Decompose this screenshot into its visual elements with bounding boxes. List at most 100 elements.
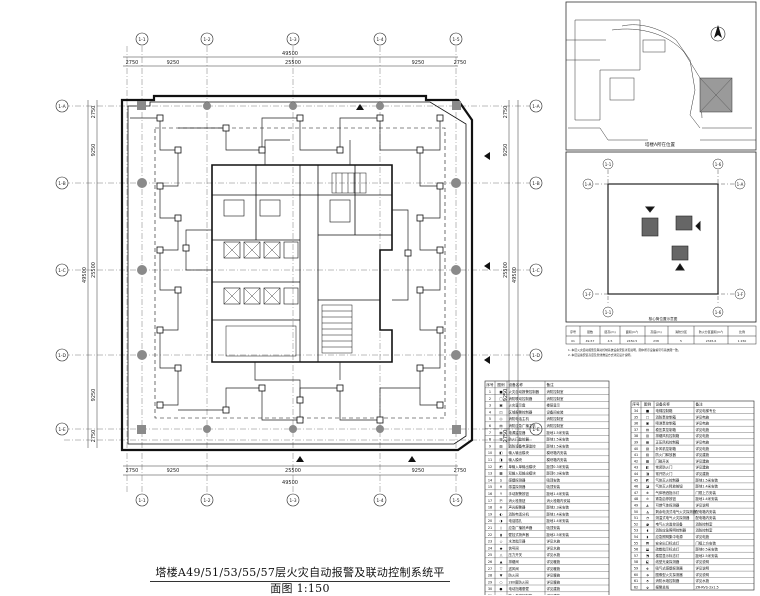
legend-cell: 距顶0.3米安装 — [547, 471, 570, 476]
legend-cell: 距地1.4米安装 — [696, 496, 719, 501]
legend-cell: 楼层显示标志灯 — [656, 553, 680, 558]
drawing-title-text: 塔楼A49/51/53/55/57层火灾自动报警及联动控制系统平面图 1:150 — [155, 566, 445, 595]
legend-cell: 距地1.5米安装 — [547, 443, 570, 448]
legend-symbol-icon: □ — [646, 415, 649, 419]
table-cell: 2450.5 — [627, 339, 638, 343]
legend-cell: 消防联动控制器 — [509, 396, 533, 401]
dimension-texts: 49500 2750 9250 25500 9250 2750 49500 27… — [82, 51, 518, 486]
legend-cell: 22 — [488, 533, 492, 537]
legend-table-right: 序号图例设备名称备注34■电梯控制箱详见电梯专业35□消防泵控制箱详见电施36▣… — [630, 400, 755, 591]
legend-cell: 18 — [488, 506, 492, 510]
legend-cell: 12 — [488, 465, 492, 469]
legend-cell: 常开防火门 — [656, 471, 674, 476]
legend-symbol-icon: ● — [500, 587, 503, 591]
core-plan-bubbles: 1-1 1-6 1-A 1-F 1-A 1-F 1-1 1-6 — [582, 158, 746, 318]
legend-cell: 59 — [634, 567, 638, 571]
legend-cell: 吸气式感烟探测器 — [656, 566, 684, 571]
legend-cell: 输入模块 — [509, 457, 523, 462]
dim-top-seg: 9250 — [167, 60, 180, 66]
legend-cell: 详见电施 — [696, 440, 710, 445]
legend-cell: 距地2.5米安装 — [547, 532, 570, 537]
legend-symbol-icon: ⬔ — [646, 554, 649, 558]
grid-bubble-label: 1-A — [585, 182, 592, 187]
legend-symbol-icon: ▧ — [646, 447, 649, 451]
legend-cell: 详见电梯专业 — [696, 408, 717, 413]
legend-symbol-icon: ▨ — [646, 453, 649, 457]
legend-cell: 输入输出模块 — [509, 450, 530, 455]
dim-top-seg: 2750 — [454, 60, 467, 66]
grid-bubble-label: 1-B — [532, 181, 539, 187]
legend-cell: 15 — [488, 485, 492, 489]
legend-cell: 58 — [634, 560, 638, 564]
legend-cell: 13 — [488, 472, 492, 476]
legend-cell: 距地1.4米安装 — [696, 484, 719, 489]
core-location-plan — [565, 151, 757, 323]
legend-cell: 距地1.5米安装 — [547, 437, 570, 442]
table-header-cell: 高度(m) — [650, 329, 661, 334]
legend-symbol-icon: ◩ — [499, 465, 502, 469]
legend-cell: 气体喷洒指示灯 — [656, 490, 680, 495]
dim-right-seg: 25500 — [503, 262, 509, 278]
legend-cell: 49 — [634, 504, 638, 508]
dim-right-seg: 2750 — [503, 430, 509, 443]
legend-cell: 消防控制室 — [547, 423, 565, 428]
dim-bottom-total: 49500 — [282, 480, 298, 486]
legend-cell: 应急照明集中电源 — [656, 534, 684, 539]
legend-cell: 消防电话分机 — [509, 511, 530, 516]
legend-symbol-icon: ◪ — [646, 485, 649, 489]
legend-cell: 报警总线 — [656, 584, 670, 589]
legend-cell: 详见电施 — [696, 427, 710, 432]
table-header-cell: 层高(m) — [604, 329, 615, 334]
legend-cell: 壁挂式扬声器 — [509, 532, 530, 537]
legend-symbol-icon: ▽ — [500, 567, 503, 571]
legend-cell: 详见暖施 — [547, 566, 561, 571]
legend-cell: 36 — [634, 422, 638, 426]
legend-cell: 疏散指示标志灯 — [656, 547, 680, 552]
title-underline — [150, 581, 450, 582]
legend-cell: 排烟阀 — [509, 559, 520, 564]
legend-cell: 详见说明 — [696, 503, 710, 508]
legend-cell: 火灾显示盘 — [509, 403, 527, 408]
legend-cell: 详见建施 — [696, 452, 710, 457]
legend-cell: 62 — [634, 585, 638, 589]
legend-symbol-icon: ▩ — [646, 459, 649, 463]
legend-symbol-icon: ▥ — [646, 434, 649, 438]
legend-cell: 23 — [488, 540, 492, 544]
legend-cell: 距地1.4米安装 — [547, 491, 570, 496]
table-header-cell: 比例 — [739, 329, 745, 334]
dim-bottom-seg: 2750 — [126, 468, 139, 474]
dim-top-seg: 2750 — [126, 60, 139, 66]
dimension-lines — [87, 56, 519, 476]
legend-cell: 48 — [634, 497, 638, 501]
legend-cell: 消火栓按钮 — [509, 498, 527, 503]
legend-header-cell: 备注 — [547, 382, 555, 387]
legend-cell: 57 — [634, 554, 638, 558]
legend-cell: 水流指示器 — [509, 539, 527, 544]
legend-symbol-icon: ◩ — [646, 478, 649, 482]
legend-symbol-icon: ▮ — [500, 533, 502, 537]
legend-cell: 37 — [634, 428, 638, 432]
legend-cell: 消防设备电源监控 — [509, 443, 537, 448]
legend-cell: 应急广播扬声器 — [509, 525, 533, 530]
legend-cell: 图像型火灾探测器 — [656, 572, 684, 577]
legend-cell: 详见电施 — [696, 421, 710, 426]
legend-cell: 61 — [634, 579, 638, 583]
legend-cell: 详见电施 — [696, 534, 710, 539]
grid-bubble-label: 1-1 — [605, 162, 612, 167]
dim-right-seg: 9250 — [503, 389, 509, 402]
legend-cell: 5 — [489, 417, 491, 421]
note-line: 2. 本层设备安装高度及管线敷设方式详见设计说明。 — [568, 353, 633, 357]
legend-symbol-icon: □ — [499, 397, 502, 401]
grid-bubble-label: 1-A — [532, 104, 540, 110]
legend-cell: 45 — [634, 478, 638, 482]
table-cell: 4.5 — [608, 339, 613, 343]
legend-cell: 距地0.5米安装 — [696, 547, 719, 552]
table-header-cell: 防火分区面积(m²) — [699, 329, 723, 334]
legend-cell: 24 — [488, 546, 492, 550]
table-cell: 1:150 — [738, 339, 747, 343]
legend-symbol-icon: ⬖ — [646, 567, 649, 571]
dim-right-seg: 9250 — [503, 144, 509, 157]
area-table-text: 序号 层数 层高(m) 面积(m²) 高度(m) 消防分区 防火分区面积(m²)… — [570, 329, 746, 343]
table-cell: 01 — [571, 339, 575, 343]
legend-cell: 27 — [488, 567, 492, 571]
